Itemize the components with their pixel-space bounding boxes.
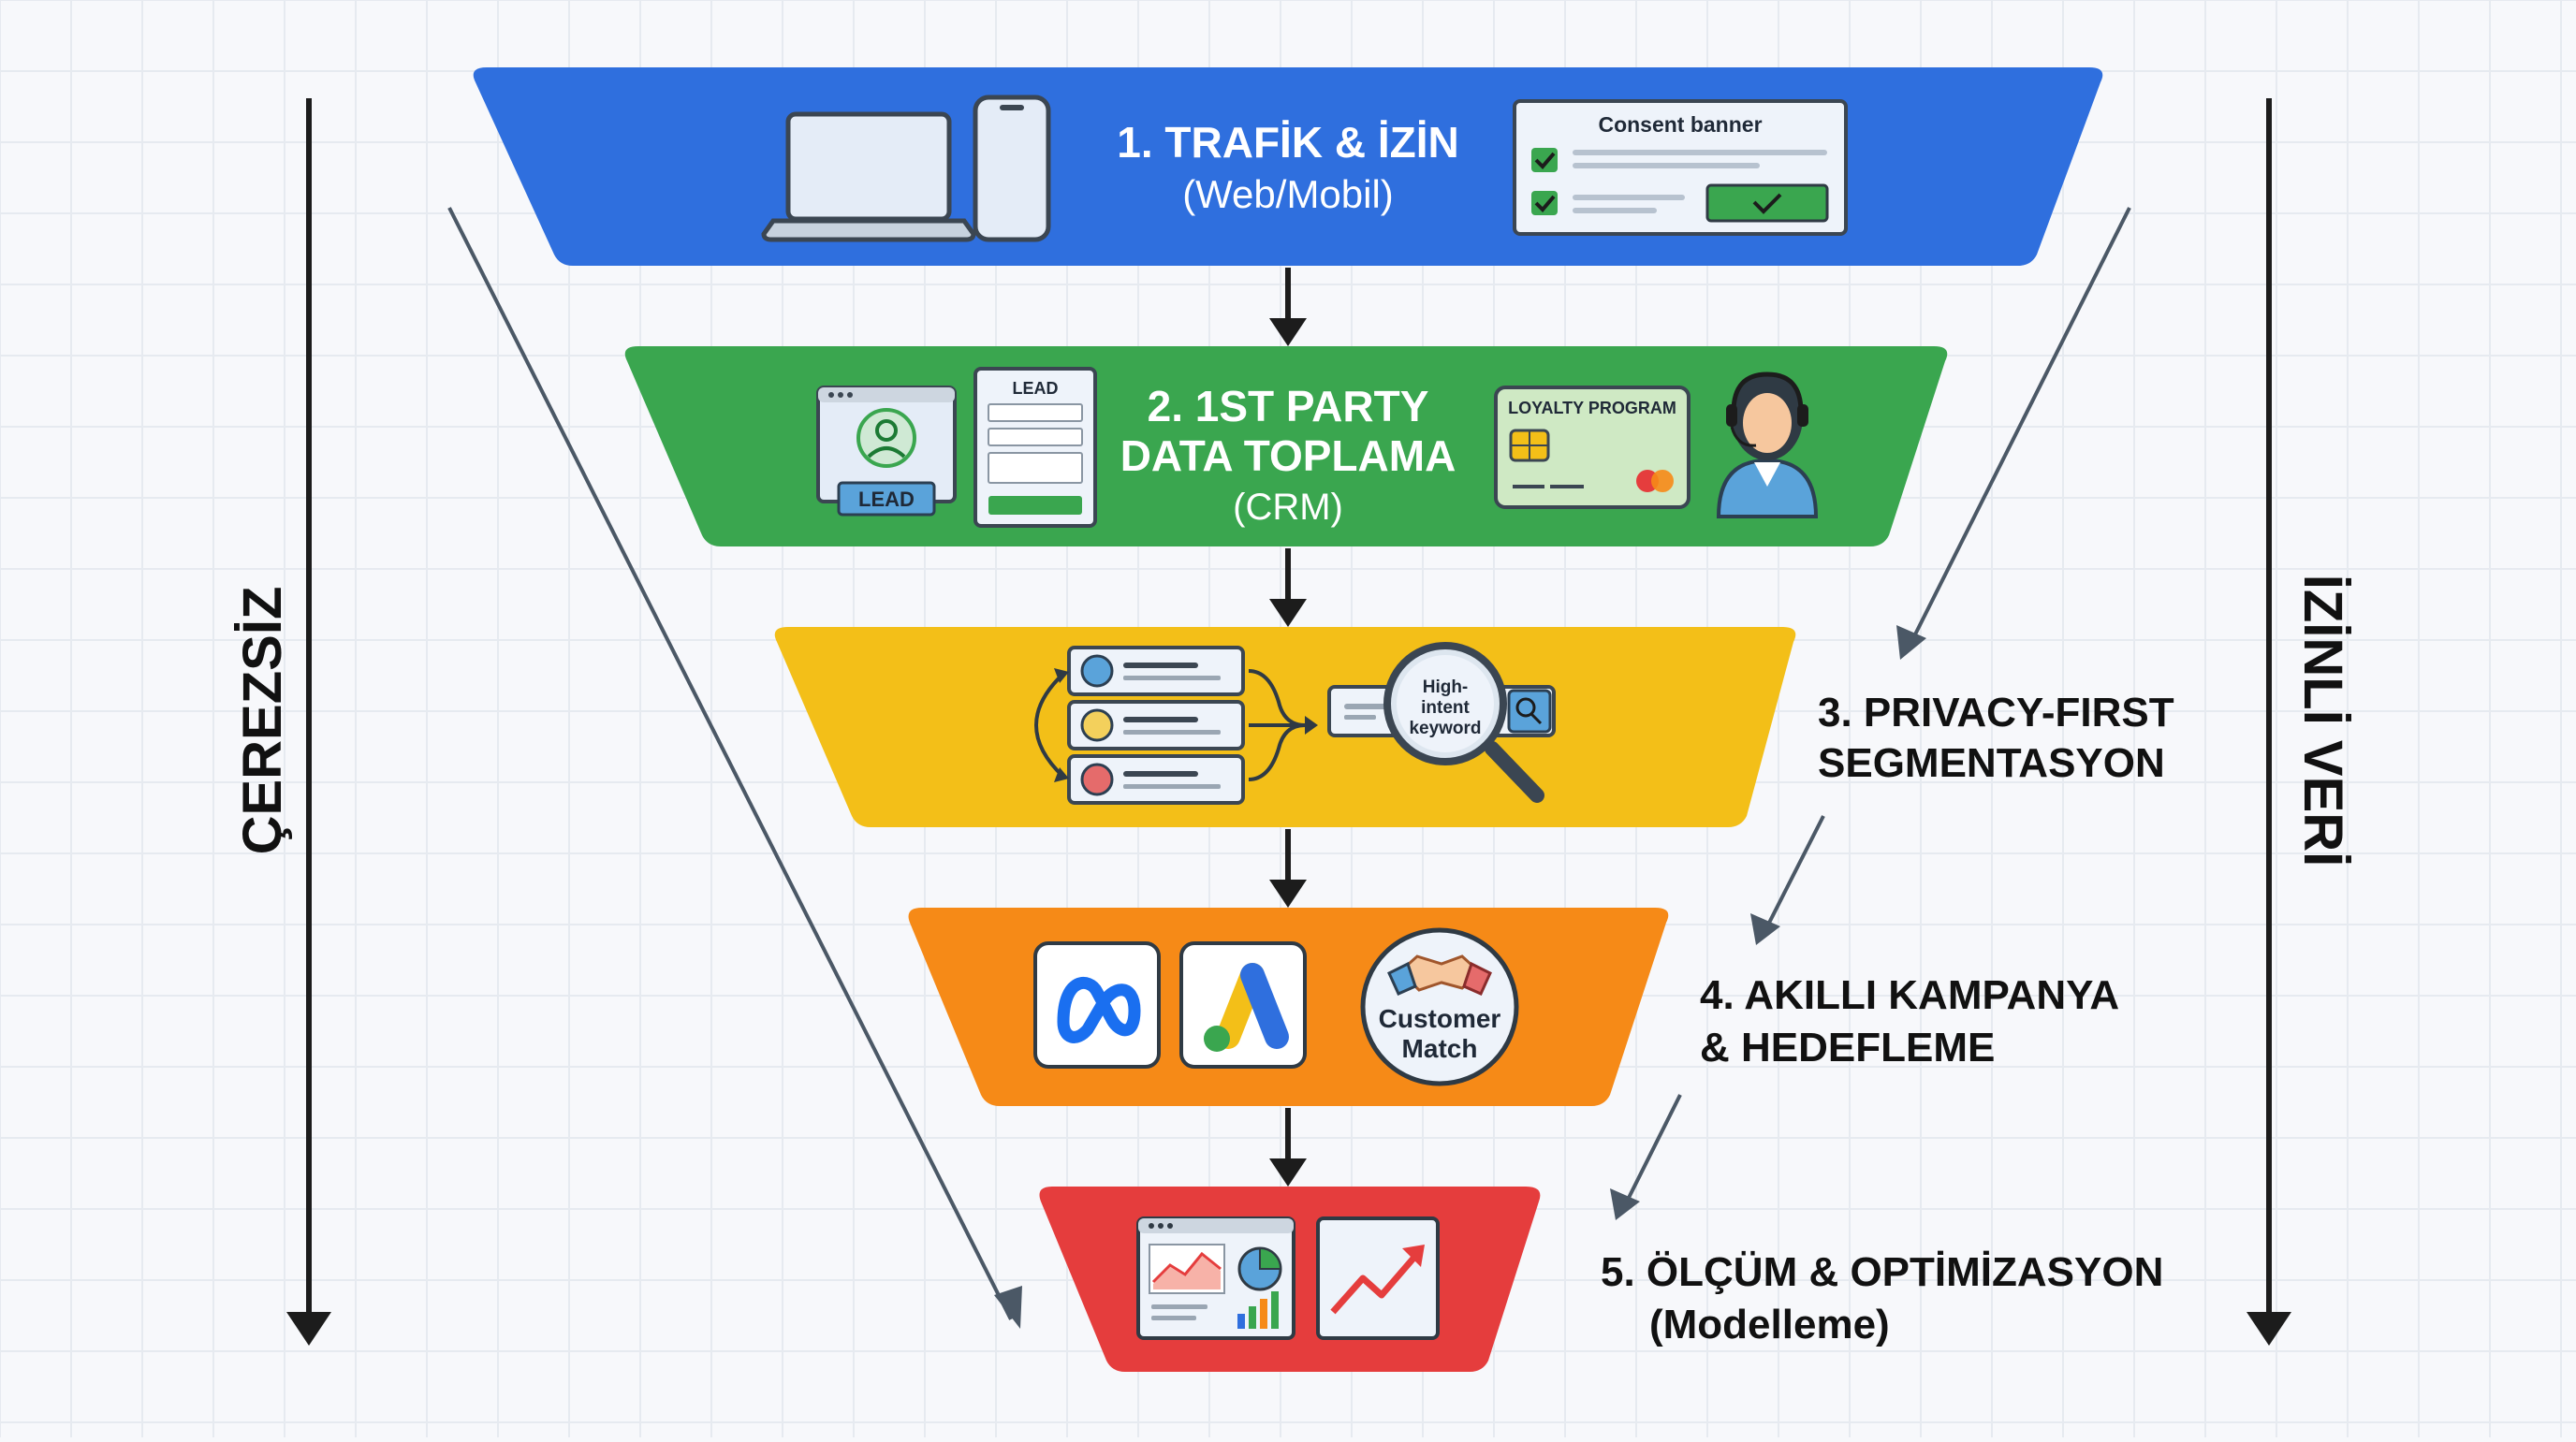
user-icon xyxy=(1080,708,1114,742)
stage-3-title-line2: SEGMENTASYON xyxy=(1818,740,2165,786)
stage-2-title-line1: 2. 1ST PARTY xyxy=(1148,382,1429,430)
segment-card-red xyxy=(1067,754,1245,805)
stage-5-title-line2: (Modelleme) xyxy=(1649,1302,1890,1347)
user-icon xyxy=(1080,654,1114,688)
right-diagonal-arrowhead-2 xyxy=(1750,913,1780,945)
left-diagonal-arrowhead xyxy=(994,1286,1022,1329)
stage-4-title-line2: & HEDEFLEME xyxy=(1700,1025,1995,1071)
google-ads-logo-icon xyxy=(1179,941,1307,1069)
stage-5-title-line1: 5. ÖLÇÜM & OPTİMİZASYON xyxy=(1601,1249,2163,1295)
right-axis: İZİNLİ VERİ xyxy=(2247,98,2353,1346)
meta-logo-icon xyxy=(1033,941,1161,1069)
lead-form-title: LEAD xyxy=(1013,379,1059,398)
stage-4: Customer Match xyxy=(1033,927,1519,1086)
magnifier-text-line2: intent xyxy=(1421,698,1470,718)
right-diagonal-arrow-2 xyxy=(1763,815,1825,933)
cycle-arrow xyxy=(1034,672,1065,779)
consent-accept-button xyxy=(1705,183,1829,223)
segment-card-yellow xyxy=(1067,700,1245,750)
loyalty-card-label: LOYALTY PROGRAM xyxy=(1508,399,1676,417)
check-icon xyxy=(1752,193,1782,214)
stage-2-subtitle: (CRM) xyxy=(1233,487,1343,528)
left-diagonal-arrow xyxy=(447,207,1013,1320)
consent-checkbox-2 xyxy=(1531,191,1558,215)
stage-3-title-line1: 3. PRIVACY-FIRST xyxy=(1818,690,2174,736)
merge-arrowhead xyxy=(1305,716,1318,735)
magnifier-text-line1: High- xyxy=(1423,677,1469,697)
center-connectors xyxy=(1269,268,1307,1187)
laptop-icon xyxy=(761,111,976,242)
consent-banner-label: Consent banner xyxy=(1598,112,1762,137)
connector-4-5-head xyxy=(1269,1158,1307,1187)
stage-2-title-line2: DATA TOPLAMA xyxy=(1120,431,1456,480)
user-icon xyxy=(1080,763,1114,796)
connector-3-4-head xyxy=(1269,880,1307,908)
segment-card-blue xyxy=(1067,646,1245,696)
trend-up-icon xyxy=(1316,1216,1440,1340)
left-axis: ÇEREZSİZ xyxy=(232,98,331,1346)
search-icon xyxy=(1515,697,1536,718)
magnifier-icon: High- intent keyword xyxy=(1383,642,1544,803)
right-diagonal-arrowhead-3 xyxy=(1610,1188,1640,1220)
left-axis-arrowhead xyxy=(286,1312,331,1346)
stage-3: High- intent keyword xyxy=(1034,642,1556,805)
customer-match-line1: Customer xyxy=(1379,1004,1501,1033)
right-diagonal-arrowhead-1 xyxy=(1896,625,1926,660)
right-diagonal-arrow-3 xyxy=(1622,1094,1682,1208)
consent-checkbox-1 xyxy=(1531,148,1558,172)
stage-1-title: 1. TRAFİK & İZİN xyxy=(1117,118,1458,167)
lead-badge-text: LEAD xyxy=(858,488,915,511)
lead-profile-card: LEAD xyxy=(816,386,957,517)
stage-4-title-line1: 4. AKILLI KAMPANYA xyxy=(1700,972,2119,1018)
customer-match-line2: Match xyxy=(1402,1034,1478,1063)
customer-match-badge: Customer Match xyxy=(1360,927,1519,1086)
consent-banner-card: Consent banner xyxy=(1513,99,1848,236)
stage-1: 1. TRAFİK & İZİN (Web/Mobil) Consent ban… xyxy=(761,95,1848,242)
stage-5 xyxy=(1136,1216,1440,1340)
loyalty-card: LOYALTY PROGRAM xyxy=(1494,386,1690,509)
stage-1-band xyxy=(473,67,2103,266)
stage-1-subtitle: (Web/Mobil) xyxy=(1182,172,1394,216)
magnifier-text-line3: keyword xyxy=(1409,719,1481,738)
right-axis-arrowhead xyxy=(2247,1312,2291,1346)
smartphone-icon xyxy=(973,95,1051,242)
analytics-dashboard-icon xyxy=(1136,1216,1295,1340)
right-diagonal-arrow-1 xyxy=(1908,207,2131,647)
connector-2-3-head xyxy=(1269,599,1307,627)
left-axis-label: ÇEREZSİZ xyxy=(232,587,293,855)
stage-2: LEAD LEAD 2. 1ST PARTY DATA TOPLAMA (CRM… xyxy=(816,367,1819,528)
lead-badge xyxy=(837,481,936,517)
lead-form-card: LEAD xyxy=(973,367,1097,528)
connector-1-2-head xyxy=(1269,318,1307,346)
right-axis-label: İZİNLİ VERİ xyxy=(2292,575,2353,867)
support-agent-icon xyxy=(1716,371,1819,518)
handshake-icon xyxy=(1387,954,1492,996)
